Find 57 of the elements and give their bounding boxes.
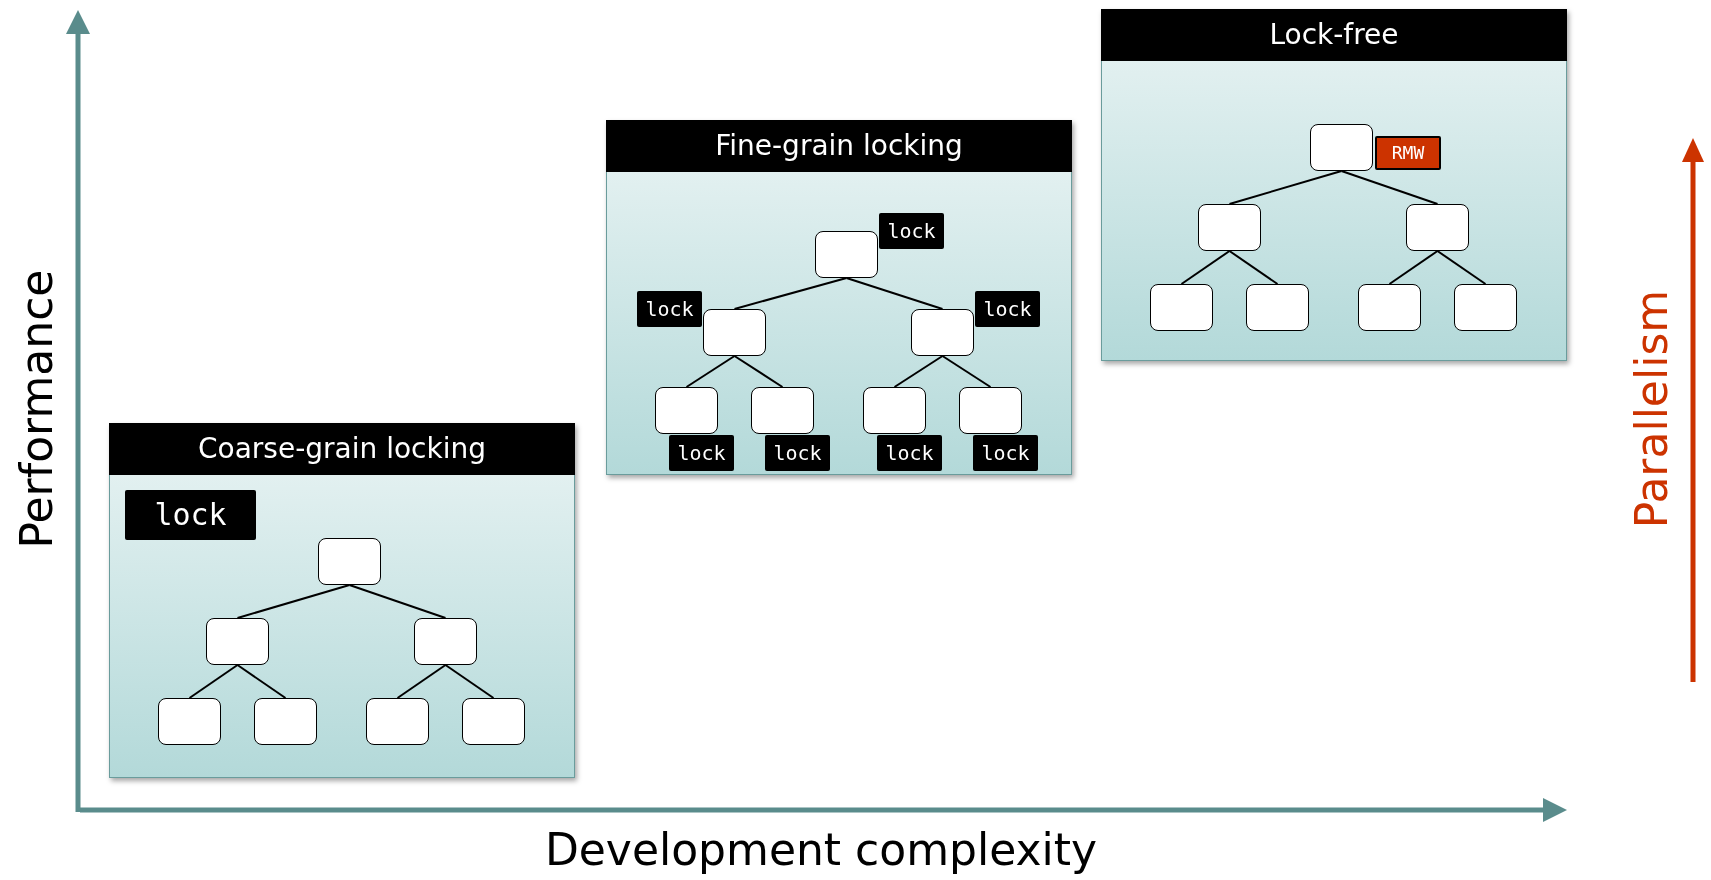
connector-line	[1436, 250, 1487, 285]
connector-line	[1340, 170, 1439, 205]
panel-header: Coarse-grain locking	[109, 423, 575, 475]
connector-line	[845, 277, 944, 310]
tree-node-box	[911, 309, 974, 356]
tree-node-box	[318, 538, 381, 585]
code-tag: lock	[669, 435, 734, 471]
code-tag: RMW	[1375, 136, 1441, 170]
axis-label: Parallelism	[1625, 289, 1677, 529]
connector-line	[733, 277, 848, 310]
connector-line	[396, 664, 447, 699]
panel-header: Lock-free	[1101, 9, 1567, 61]
connector-line	[236, 664, 287, 699]
connector-line	[1228, 170, 1343, 205]
code-tag: lock	[879, 213, 944, 249]
code-tag: lock	[125, 490, 256, 540]
tree-node-box	[1454, 284, 1517, 331]
connector-line	[444, 664, 495, 699]
tree-node-box	[1198, 204, 1261, 251]
connector-line	[941, 355, 992, 388]
panel-header: Fine-grain locking	[606, 120, 1072, 172]
tree-node-box	[655, 387, 718, 434]
tree-node-box	[751, 387, 814, 434]
tree-node-box	[1246, 284, 1309, 331]
connector-line	[1228, 250, 1279, 285]
tree-node-box	[815, 231, 878, 278]
connector-line	[188, 664, 239, 699]
connector-line	[1388, 250, 1439, 285]
tree-node-box	[863, 387, 926, 434]
connector-line	[685, 355, 736, 388]
tree-node-box	[1358, 284, 1421, 331]
tree-node-box	[158, 698, 221, 745]
tree-node-box	[1150, 284, 1213, 331]
panel	[1101, 9, 1567, 361]
connector-line	[236, 584, 351, 619]
tree-node-box	[959, 387, 1022, 434]
axis-label: Performance	[10, 269, 62, 549]
tree-node-box	[1310, 124, 1373, 171]
tree-node-box	[414, 618, 477, 665]
axis-label: Development complexity	[544, 823, 1098, 875]
connector-line	[893, 355, 944, 388]
code-tag: lock	[975, 291, 1040, 327]
tree-node-box	[206, 618, 269, 665]
connector-line	[348, 584, 447, 619]
connector-line	[1180, 250, 1231, 285]
tree-node-box	[703, 309, 766, 356]
code-tag: lock	[637, 291, 702, 327]
tree-node-box	[254, 698, 317, 745]
code-tag: lock	[973, 435, 1038, 471]
tree-node-box	[1406, 204, 1469, 251]
connector-line	[733, 355, 784, 388]
code-tag: lock	[877, 435, 942, 471]
code-tag: lock	[765, 435, 830, 471]
tree-node-box	[366, 698, 429, 745]
panel	[109, 423, 575, 778]
panel	[606, 120, 1072, 475]
tree-node-box	[462, 698, 525, 745]
